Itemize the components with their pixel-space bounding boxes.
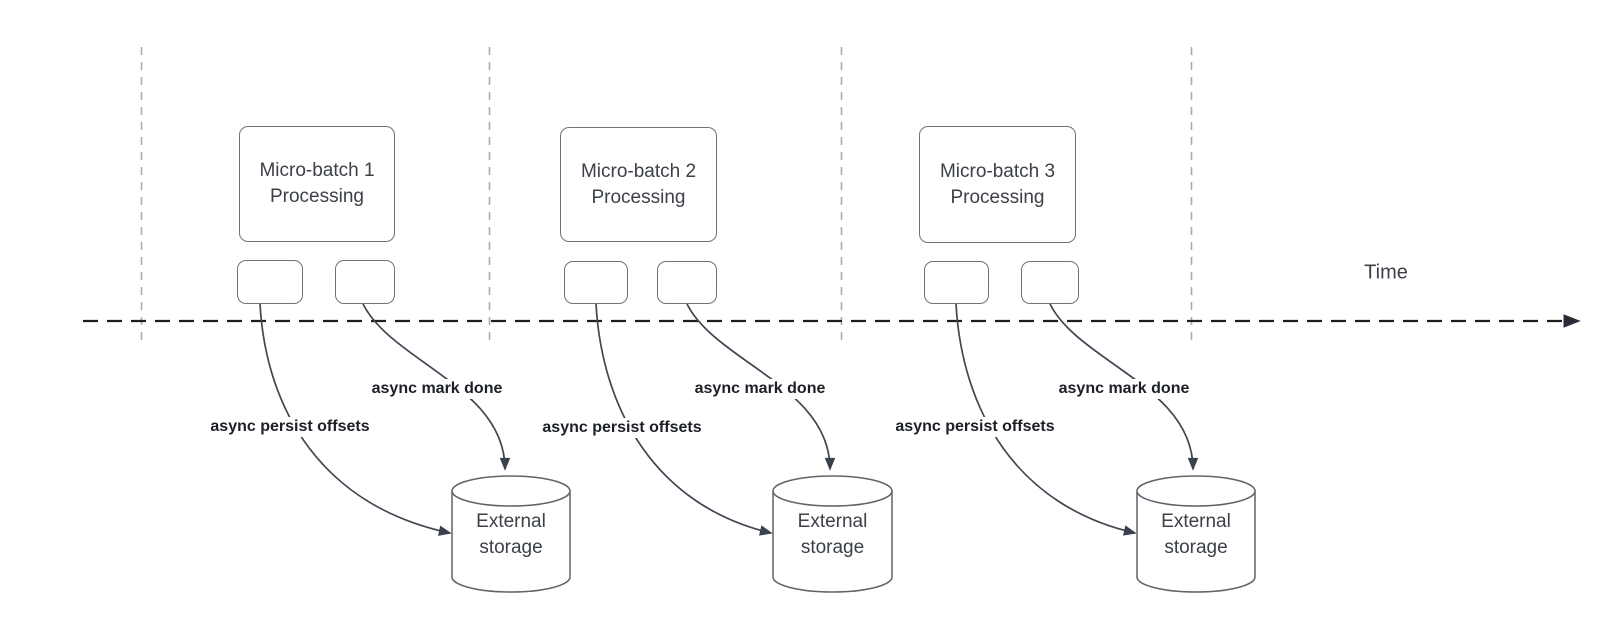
- microbatch-1-task-box-2: [335, 260, 395, 304]
- persist-offsets-arrow-1: [259, 303, 452, 536]
- microbatch-3-task-box-1: [924, 261, 989, 304]
- cylinder-body: [772, 491, 893, 593]
- mark-done-label-3: async mark done: [1054, 379, 1194, 399]
- persist-offsets-label-1: async persist offsets: [206, 417, 374, 437]
- mark-done-label-1: async mark done: [367, 379, 507, 399]
- external-storage-cylinder-3: [1136, 475, 1256, 593]
- cylinder-top: [1136, 475, 1256, 507]
- mark-done-arrow-1: [362, 303, 511, 471]
- persist-offsets-arrow-2: [595, 303, 773, 536]
- mark-done-arrow-3: [1049, 303, 1199, 471]
- cylinder-body: [451, 491, 571, 593]
- microbatch-2-task-box-1: [564, 261, 628, 304]
- microbatch-3-task-box-2: [1021, 261, 1079, 304]
- microbatch-3-label: Micro-batch 3 Processing: [940, 159, 1055, 211]
- microbatch-1-task-box-1: [237, 260, 303, 304]
- external-storage-cylinder-2: [772, 475, 893, 593]
- microbatch-2-label: Micro-batch 2 Processing: [581, 159, 696, 211]
- microbatch-1-name: Micro-batch 1: [259, 160, 375, 181]
- external-storage-cylinder-1: [451, 475, 571, 593]
- microbatch-1-box: Micro-batch 1 Processing: [239, 126, 395, 242]
- cylinder-top: [772, 475, 893, 507]
- time-axis-label: Time: [1364, 261, 1408, 284]
- microbatch-2-name: Micro-batch 2: [580, 160, 697, 182]
- microbatch-3-name: Micro-batch 3: [939, 160, 1056, 182]
- mark-done-label-2: async mark done: [690, 379, 830, 399]
- microbatch-2-box: Micro-batch 2 Processing: [560, 127, 717, 242]
- persist-offsets-arrow-3: [955, 303, 1137, 536]
- microbatch-3-box: Micro-batch 3 Processing: [919, 126, 1076, 243]
- microbatch-3-process: Processing: [950, 186, 1045, 208]
- cylinder-top: [451, 475, 571, 507]
- microbatch-1-process: Processing: [269, 186, 364, 207]
- microbatch-2-process: Processing: [591, 186, 686, 208]
- persist-offsets-label-3: async persist offsets: [891, 417, 1059, 437]
- microbatch-1-label: Micro-batch 1 Processing: [259, 158, 374, 210]
- mark-done-arrow-2: [686, 303, 836, 471]
- microbatch-2-task-box-2: [657, 261, 717, 304]
- cylinder-body: [1136, 491, 1256, 593]
- persist-offsets-label-2: async persist offsets: [538, 418, 706, 438]
